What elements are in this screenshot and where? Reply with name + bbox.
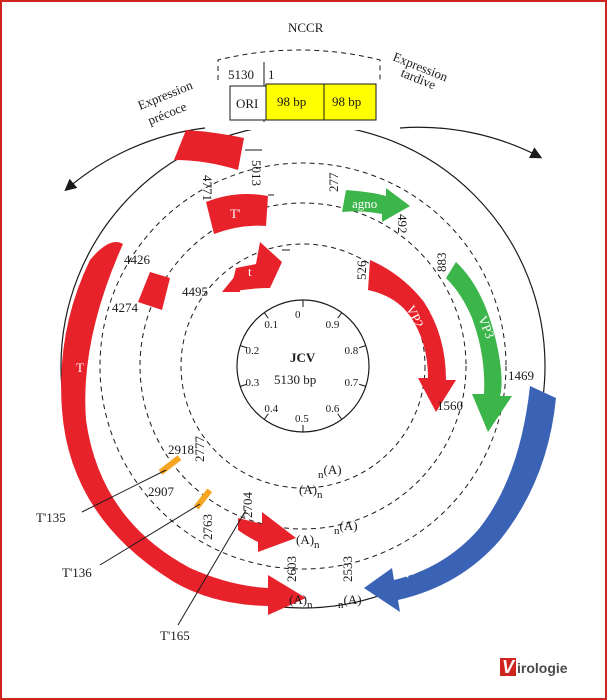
scale-tick xyxy=(263,413,269,420)
t136-splice-mark xyxy=(193,488,213,510)
large-t-exon1-block xyxy=(174,130,244,170)
scale-tick xyxy=(240,345,248,349)
large-t-label: T xyxy=(76,360,84,375)
pos-1469: 1469 xyxy=(508,368,534,383)
agno-label: agno xyxy=(352,196,377,211)
large-t-antigen-arrow xyxy=(61,242,306,615)
scale-tick xyxy=(337,312,343,319)
scale-tick xyxy=(337,413,343,420)
t-prime-exon2-block xyxy=(138,272,170,310)
scale-ticks: 0.1 0.2 0.3 0.4 0.5 0.6 0.7 0.8 0.9 0 xyxy=(240,300,366,432)
pos-4426: 4426 xyxy=(124,252,151,267)
scale-tick-label: 0.1 xyxy=(264,319,278,331)
svg-text:n(A): n(A) xyxy=(334,518,358,537)
scale-tick xyxy=(358,345,366,349)
pos-492: 492 xyxy=(395,214,410,234)
scale-tick-label: 0 xyxy=(295,309,301,321)
scale-tick xyxy=(263,312,269,319)
scale-tick-label: 0.3 xyxy=(246,377,260,389)
pos-526: 526 xyxy=(354,260,369,280)
t-prime-arrow xyxy=(206,194,268,234)
small-t-arrow xyxy=(230,242,282,292)
scale-tick-label: 0.4 xyxy=(264,403,278,415)
pos-2763: 2763 xyxy=(200,514,215,540)
agno-arrow xyxy=(342,188,410,222)
ring-early-3 xyxy=(180,243,426,489)
t-prime-165-arrow xyxy=(238,512,296,552)
watermark-text: irologie xyxy=(517,660,568,676)
pos-2603: 2603 xyxy=(284,556,299,582)
t135-label: T'135 xyxy=(36,510,66,525)
ring-early-2 xyxy=(139,202,467,530)
nccr-title: NCCR xyxy=(288,20,324,35)
watermark-v: V xyxy=(502,657,516,677)
genome-name: JCV xyxy=(290,350,316,365)
t165-label: T'165 xyxy=(160,628,190,643)
svg-text:n(A): n(A) xyxy=(318,462,342,481)
nccr-box: 5130 1 ORI 98 bp 98 bp xyxy=(228,62,377,122)
genome-size: 5130 bp xyxy=(274,372,316,387)
pos-4495: 4495 xyxy=(182,284,208,299)
scale-tick xyxy=(358,383,366,387)
t136-label: T'136 xyxy=(62,565,92,580)
ori-label: ORI xyxy=(236,96,258,111)
small-t-label: t xyxy=(248,264,252,279)
repeat-box-2 xyxy=(323,83,377,121)
pos-2918: 2918 xyxy=(168,442,194,457)
pos-4771: 4771 xyxy=(200,175,215,201)
pos-5013: 5013 xyxy=(249,160,264,186)
pos-883: 883 xyxy=(434,253,449,273)
svg-text:(A)n: (A)n xyxy=(289,592,313,611)
scale-tick-label: 0.2 xyxy=(246,345,260,357)
pos-2907: 2907 xyxy=(148,484,175,499)
t-prime-label: T' xyxy=(230,206,240,221)
svg-text:(A)n: (A)n xyxy=(296,532,320,551)
svg-text:n(A): n(A) xyxy=(338,592,362,611)
scale-tick-label: 0.7 xyxy=(344,377,358,389)
ring-early-1 xyxy=(99,162,507,570)
pos-5130: 5130 xyxy=(228,67,254,82)
pos-1: 1 xyxy=(268,67,275,82)
pos-277: 277 xyxy=(326,172,341,192)
scale-tick-label: 0.6 xyxy=(326,403,340,415)
pos-1560: 1560 xyxy=(437,398,463,413)
scale-tick-label: 0.9 xyxy=(326,319,340,331)
pos-2777: 2777 xyxy=(192,436,207,463)
t135-splice-mark xyxy=(158,455,182,475)
virologie-watermark: V irologie xyxy=(500,657,568,677)
repeat-box-1 xyxy=(265,83,325,121)
vp2-arrow xyxy=(368,260,456,412)
repeat-label-1: 98 bp xyxy=(277,94,306,109)
pos-4274: 4274 xyxy=(112,300,139,315)
scale-tick xyxy=(240,383,248,387)
polya-labels: n(A) (A)n n(A) (A)n (A)n n(A) xyxy=(289,462,362,611)
svg-text:(A)n: (A)n xyxy=(299,482,323,501)
vp3-arrow xyxy=(446,262,512,432)
pos-2533: 2533 xyxy=(340,556,355,582)
position-labels: 5013 4771 4426 4274 4495 2918 2907 2777 … xyxy=(112,149,534,582)
pos-2704: 2704 xyxy=(240,492,255,519)
repeat-label-2: 98 bp xyxy=(332,94,361,109)
scale-tick-label: 0.5 xyxy=(295,413,309,425)
late-expression-arrow xyxy=(399,126,543,159)
vp1-arrow xyxy=(364,386,556,612)
scale-tick-label: 0.8 xyxy=(344,345,358,357)
nccr-bracket xyxy=(217,49,381,80)
